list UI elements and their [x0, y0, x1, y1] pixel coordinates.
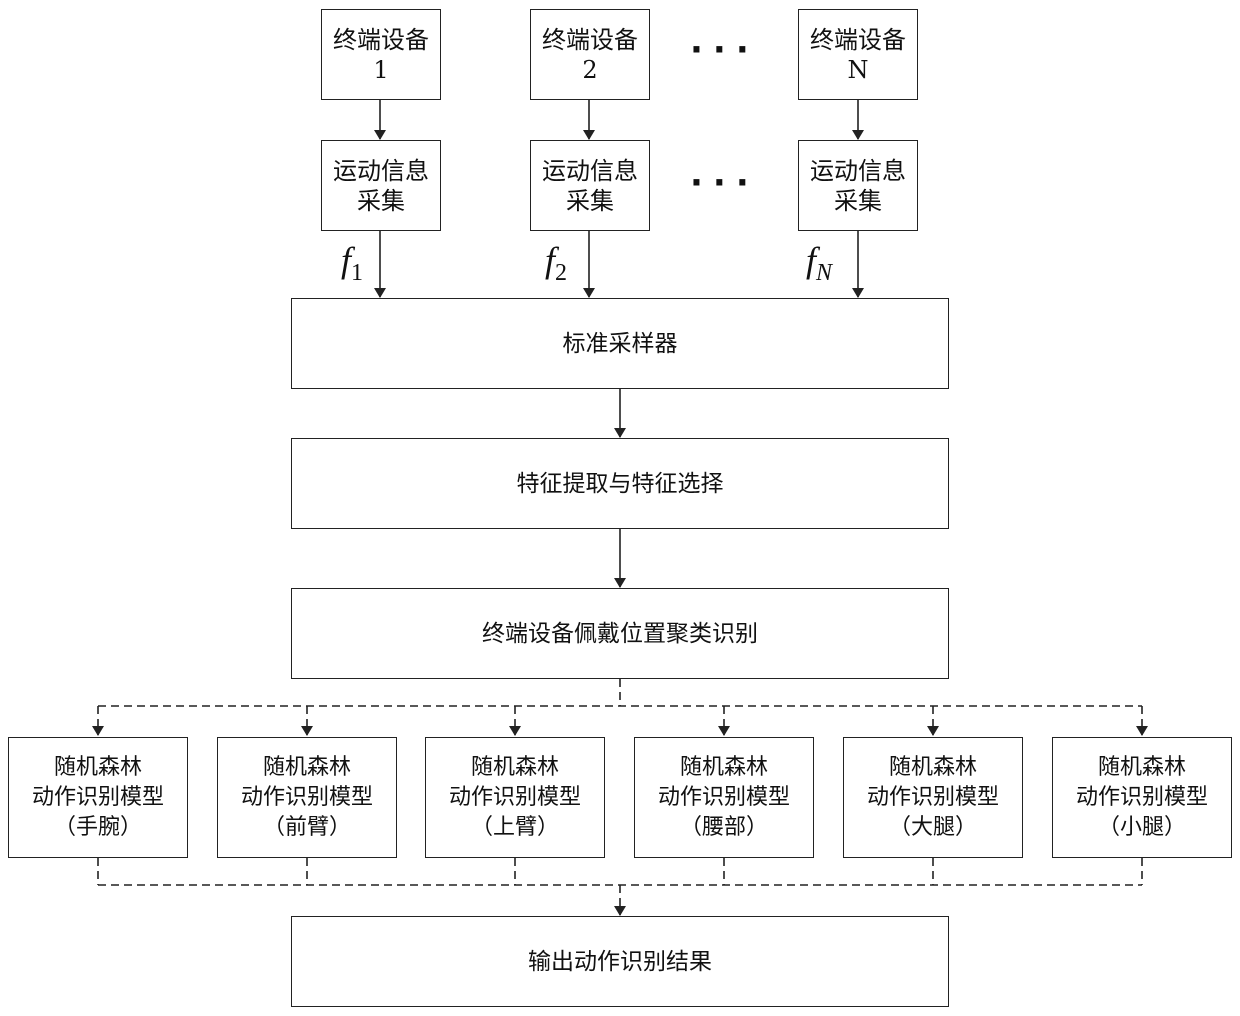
motion-collect-n-box: 运动信息 采集 — [798, 140, 918, 231]
model-waist-line3: （腰部） — [680, 813, 768, 843]
terminal-device-1-number: 1 — [373, 55, 388, 85]
model-forearm-line3: （前臂） — [263, 813, 351, 843]
model-wrist-line2: 动作识别模型 — [32, 783, 164, 813]
model-wrist-box: 随机森林 动作识别模型 （手腕） — [8, 737, 188, 858]
dashed-merge — [98, 858, 1142, 915]
model-forearm-line2: 动作识别模型 — [241, 783, 373, 813]
motion-collect-n-line2: 采集 — [834, 186, 882, 216]
motion-collect-1-line2: 采集 — [357, 186, 405, 216]
model-upper-arm-line2: 动作识别模型 — [449, 783, 581, 813]
signal-f1-sub: 1 — [351, 260, 363, 286]
terminal-device-1-title: 终端设备 — [333, 25, 429, 55]
model-calf-line2: 动作识别模型 — [1076, 783, 1208, 813]
signal-label-f1: f1 — [341, 242, 363, 291]
model-calf-box: 随机森林 动作识别模型 （小腿） — [1052, 737, 1232, 858]
signal-label-fn: fN — [806, 242, 832, 291]
model-upper-arm-box: 随机森林 动作识别模型 （上臂） — [425, 737, 605, 858]
devices-ellipsis: ··· — [690, 40, 759, 60]
model-wrist-line1: 随机森林 — [54, 753, 142, 783]
model-calf-line1: 随机森林 — [1098, 753, 1186, 783]
terminal-device-n-box: 终端设备 N — [798, 9, 918, 100]
model-upper-arm-line3: （上臂） — [471, 813, 559, 843]
signal-fn-sub: N — [816, 260, 832, 286]
standard-sampler-box: 标准采样器 — [291, 298, 949, 389]
model-wrist-line3: （手腕） — [54, 813, 142, 843]
model-forearm-line1: 随机森林 — [263, 753, 351, 783]
collect-ellipsis: ··· — [690, 173, 759, 193]
output-result-label: 输出动作识别结果 — [528, 947, 712, 977]
terminal-device-2-title: 终端设备 — [542, 25, 638, 55]
terminal-device-n-title: 终端设备 — [810, 25, 906, 55]
feature-extraction-box: 特征提取与特征选择 — [291, 438, 949, 529]
motion-collect-2-line2: 采集 — [566, 186, 614, 216]
terminal-device-1-box: 终端设备 1 — [321, 9, 441, 100]
signal-f2-sub: 2 — [555, 260, 567, 286]
model-upper-arm-line1: 随机森林 — [471, 753, 559, 783]
model-calf-line3: （小腿） — [1098, 813, 1186, 843]
dashed-fanout — [98, 679, 1142, 735]
motion-collect-2-box: 运动信息 采集 — [530, 140, 650, 231]
motion-collect-1-box: 运动信息 采集 — [321, 140, 441, 231]
signal-label-f2: f2 — [545, 242, 567, 291]
model-waist-line2: 动作识别模型 — [658, 783, 790, 813]
model-thigh-line2: 动作识别模型 — [867, 783, 999, 813]
terminal-device-n-number: N — [848, 55, 869, 85]
position-clustering-label: 终端设备佩戴位置聚类识别 — [482, 619, 758, 649]
model-thigh-line1: 随机森林 — [889, 753, 977, 783]
position-clustering-box: 终端设备佩戴位置聚类识别 — [291, 588, 949, 679]
model-thigh-box: 随机森林 动作识别模型 （大腿） — [843, 737, 1023, 858]
terminal-device-2-number: 2 — [582, 55, 597, 85]
terminal-device-2-box: 终端设备 2 — [530, 9, 650, 100]
feature-extraction-label: 特征提取与特征选择 — [517, 469, 724, 499]
signal-f1-base: f — [341, 240, 351, 280]
signal-f2-base: f — [545, 240, 555, 280]
standard-sampler-label: 标准采样器 — [563, 329, 678, 359]
output-result-box: 输出动作识别结果 — [291, 916, 949, 1007]
motion-collect-1-line1: 运动信息 — [333, 156, 429, 186]
motion-collect-2-line1: 运动信息 — [542, 156, 638, 186]
signal-fn-base: f — [806, 240, 816, 280]
model-waist-box: 随机森林 动作识别模型 （腰部） — [634, 737, 814, 858]
motion-collect-n-line1: 运动信息 — [810, 156, 906, 186]
model-forearm-box: 随机森林 动作识别模型 （前臂） — [217, 737, 397, 858]
model-waist-line1: 随机森林 — [680, 753, 768, 783]
model-thigh-line3: （大腿） — [889, 813, 977, 843]
